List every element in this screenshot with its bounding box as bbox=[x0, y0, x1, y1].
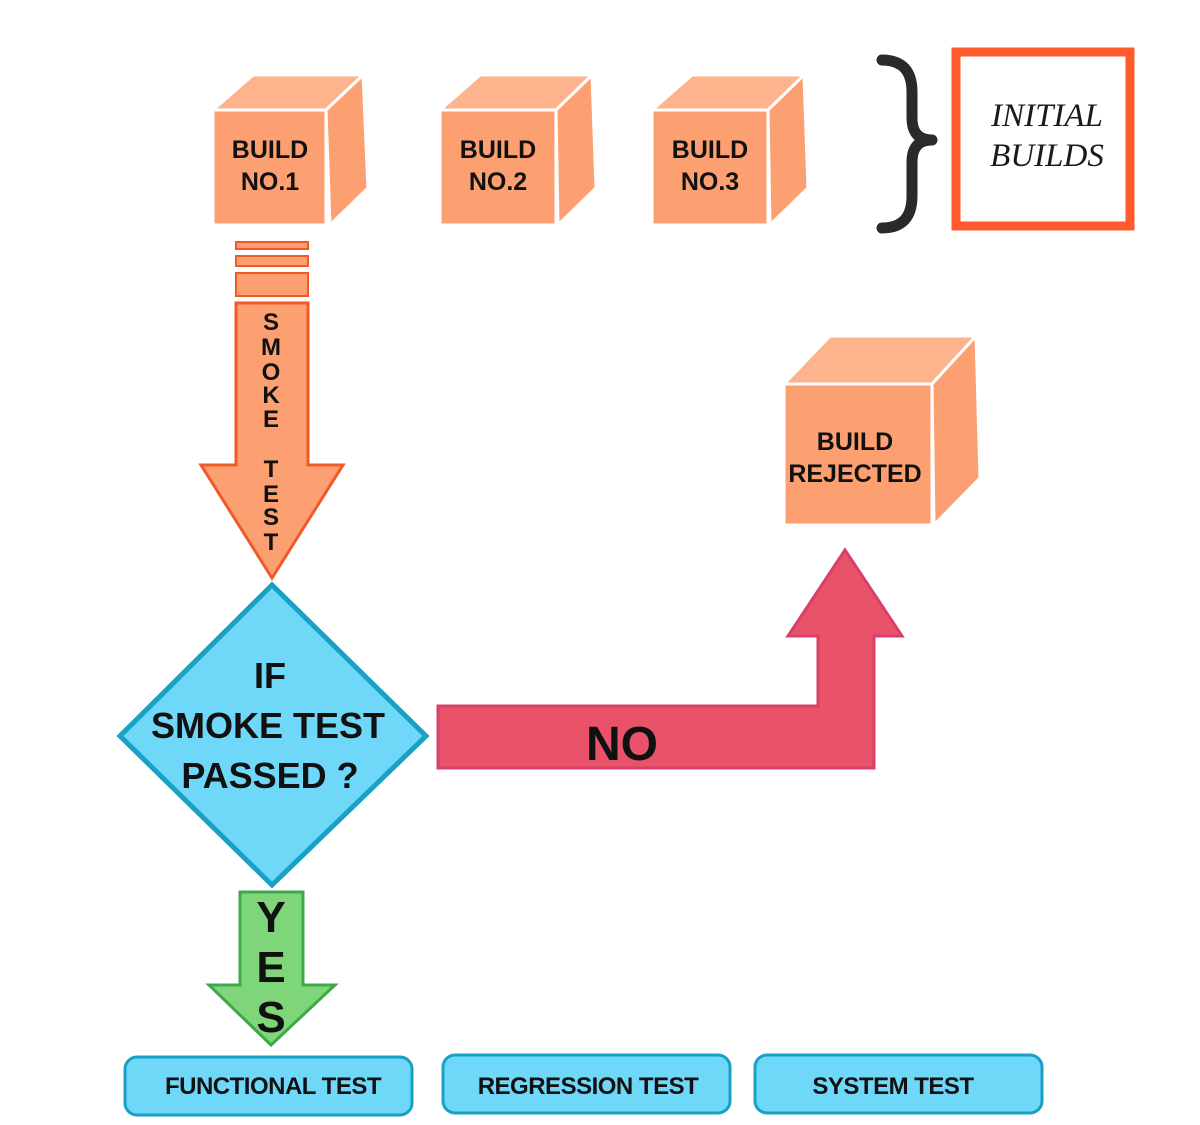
smoke-test-letter: O bbox=[262, 359, 281, 386]
smoke-test-letter: S bbox=[263, 309, 279, 336]
button-frame[interactable] bbox=[753, 1053, 1044, 1115]
no-arrow: NO bbox=[436, 547, 905, 771]
yes-letter: S bbox=[256, 993, 285, 1042]
initial-builds-line2: BUILDS bbox=[990, 138, 1104, 174]
arrow-stripe-2 bbox=[235, 255, 309, 267]
build-rejected-cube: BUILD REJECTED bbox=[780, 332, 982, 529]
cube-front-face bbox=[650, 108, 770, 227]
smoke-test-letter: T bbox=[264, 456, 279, 483]
initial-builds-line1: INITIAL bbox=[990, 98, 1103, 134]
arrow-stripe-1 bbox=[235, 241, 309, 250]
initial-builds-box: INITIAL BUILDS bbox=[951, 47, 1135, 231]
smoke-test-letter: S bbox=[263, 504, 279, 531]
build-2-line2: NO.2 bbox=[469, 168, 527, 196]
regression-test-button[interactable]: REGRESSION TEST bbox=[441, 1053, 732, 1115]
arrow-stripe-3 bbox=[235, 272, 309, 297]
build-cube-2: BUILD NO.2 bbox=[436, 71, 598, 229]
build-cube-1: BUILD NO.1 bbox=[209, 71, 370, 229]
yes-letter: E bbox=[256, 943, 285, 992]
build-2-line1: BUILD bbox=[460, 136, 536, 164]
button-frame[interactable] bbox=[441, 1053, 732, 1115]
system-test-label: SYSTEM TEST bbox=[812, 1073, 974, 1100]
system-test-button[interactable]: SYSTEM TEST bbox=[753, 1053, 1044, 1115]
no-label: NO bbox=[586, 718, 658, 771]
build-cube-3: BUILD NO.3 bbox=[648, 71, 810, 229]
smoke-test-letter: E bbox=[263, 481, 279, 508]
curly-brace-icon bbox=[876, 54, 938, 234]
smoke-test-letter: E bbox=[263, 406, 279, 433]
decision-line3: PASSED ? bbox=[181, 755, 358, 796]
yes-arrow-shape bbox=[205, 890, 339, 1048]
decision-diamond: IF SMOKE TEST PASSED ? bbox=[116, 581, 430, 889]
build-3-line2: NO.3 bbox=[681, 168, 739, 196]
yes-letters: YES bbox=[256, 893, 285, 1042]
decision-shape bbox=[116, 581, 430, 889]
build-1-line2: NO.1 bbox=[241, 168, 299, 196]
cube-front-face bbox=[782, 382, 934, 527]
decision-line1: IF bbox=[254, 655, 286, 696]
yes-arrow: YES bbox=[205, 890, 339, 1048]
decision-line2: SMOKE TEST bbox=[151, 705, 385, 746]
button-frame[interactable] bbox=[123, 1055, 414, 1117]
yes-letter: Y bbox=[256, 893, 285, 942]
arrow-shaft-and-head bbox=[198, 301, 346, 581]
functional-test-label: FUNCTIONAL TEST bbox=[165, 1073, 382, 1100]
cube-front-face bbox=[438, 108, 558, 227]
initial-builds-frame bbox=[951, 47, 1135, 231]
smoke-test-letter: T bbox=[264, 529, 279, 556]
rejected-line1: BUILD bbox=[817, 428, 893, 456]
cube-side-face bbox=[324, 71, 370, 229]
functional-test-button[interactable]: FUNCTIONAL TEST bbox=[123, 1055, 414, 1117]
rejected-line2: REJECTED bbox=[788, 460, 921, 488]
smoke-test-letter: M bbox=[261, 334, 281, 361]
cube-front-face bbox=[211, 108, 328, 227]
no-arrow-shape bbox=[436, 547, 905, 770]
build-3-line1: BUILD bbox=[672, 136, 748, 164]
smoke-test-letter: K bbox=[262, 382, 280, 409]
regression-test-label: REGRESSION TEST bbox=[478, 1073, 699, 1100]
build-1-line1: BUILD bbox=[232, 136, 308, 164]
